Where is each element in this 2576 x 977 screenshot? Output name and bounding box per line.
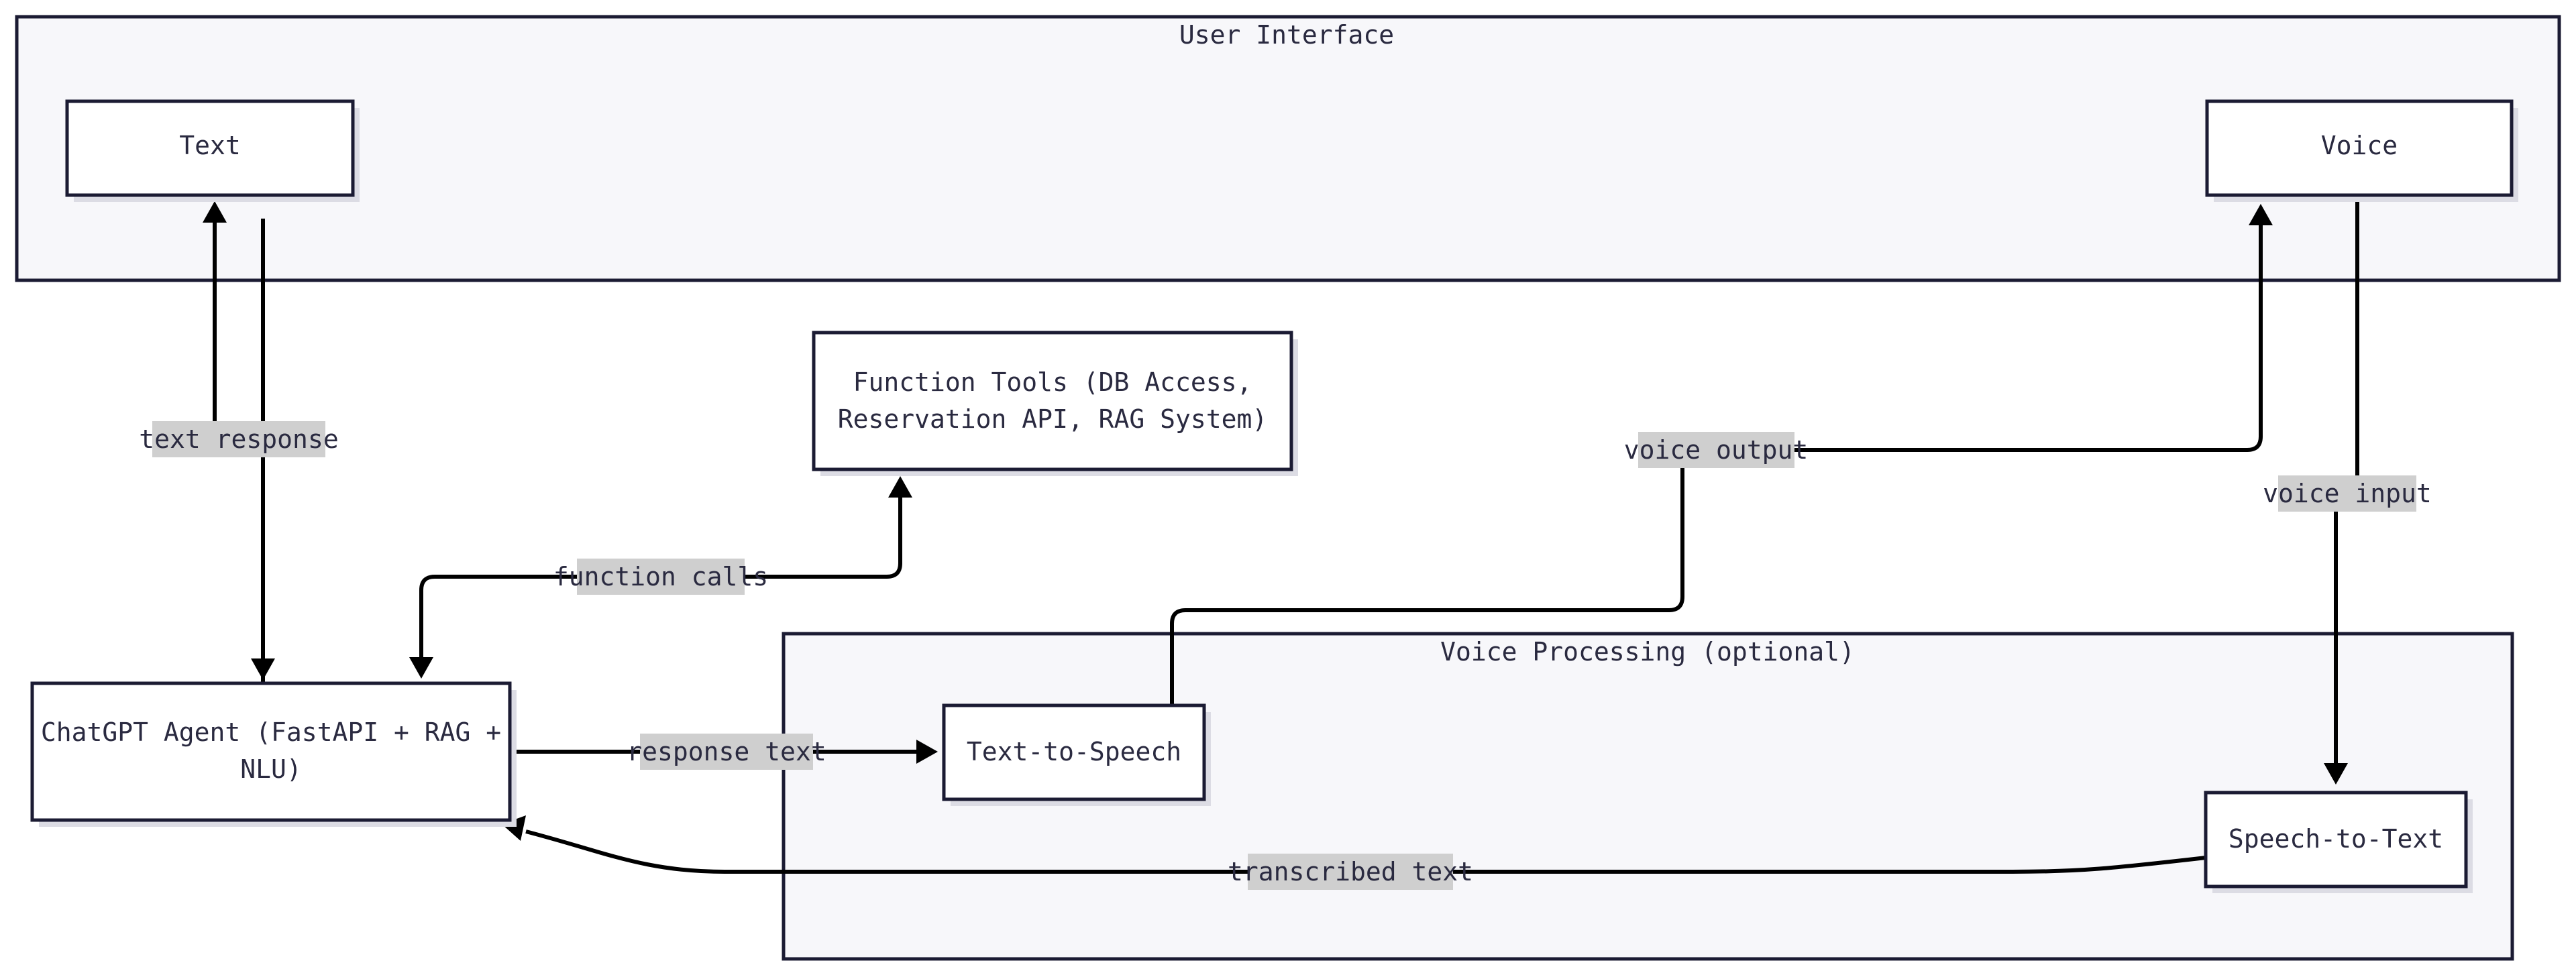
arrowhead-to-speech-to-text: [2324, 763, 2348, 785]
node-text-to-speech[interactable]: Text-to-Speech: [942, 703, 1211, 806]
node-speech-to-text-box: [2204, 791, 2468, 888]
edge-label-text-response-text: text response: [139, 424, 338, 454]
edge-label-voice-input-bg: [2278, 475, 2416, 512]
node-text[interactable]: Text: [65, 99, 360, 202]
node-voice-box: [2205, 99, 2514, 197]
edge-label-transcribed-text-text: transcribed text: [1228, 857, 1473, 886]
edge-label-voice-output-text: voice output: [1624, 435, 1809, 465]
node-voice-label: Voice: [2321, 131, 2398, 160]
cluster-user-interface-frame: [15, 15, 2561, 282]
node-text-to-speech-box: [942, 703, 1206, 801]
node-chatgpt-agent-label-line2: NLU): [240, 754, 302, 784]
node-function-tools-label-line2: Reservation API, RAG System): [838, 404, 1268, 434]
edge-label-response-text: response text: [627, 734, 826, 770]
edge-label-voice-input-text: voice input: [2263, 479, 2432, 508]
edge-voice-input: [2324, 196, 2359, 785]
arrowhead-to-text-to-speech: [916, 740, 938, 764]
arrowhead-to-agent-function: [409, 657, 433, 679]
node-voice[interactable]: Voice: [2205, 99, 2518, 202]
edge-label-response-text-text: response text: [627, 737, 826, 766]
edge-label-function-calls-bg: [577, 559, 745, 595]
edge-voice-output-path: [1170, 225, 2263, 705]
edge-label-response-text-bg: [640, 734, 813, 770]
edge-label-text-response: text response: [139, 421, 339, 457]
arrowhead-to-function-tools: [888, 476, 912, 498]
cluster-voice-processing-title: Voice Processing (optional): [1440, 637, 1855, 667]
node-function-tools-box: [812, 331, 1293, 471]
edge-label-function-calls: function calls: [553, 559, 768, 595]
edge-label-voice-output-bg: [1638, 432, 1794, 468]
node-chatgpt-agent-label-line1: ChatGPT Agent (FastAPI + RAG +: [41, 717, 501, 747]
edge-label-transcribed-text-bg: [1248, 854, 1453, 890]
node-function-tools-label-line1: Function Tools (DB Access,: [853, 367, 1252, 397]
edge-voice-output: [1170, 204, 2273, 705]
arrowhead-to-agent-top: [251, 658, 275, 680]
edge-label-function-calls-text: function calls: [553, 562, 768, 591]
node-speech-to-text-label: Speech-to-Text: [2229, 824, 2443, 854]
arrowhead-to-text: [203, 201, 227, 223]
node-text-box: [65, 99, 355, 197]
node-speech-to-text[interactable]: Speech-to-Text: [2204, 791, 2473, 893]
node-text-to-speech-label: Text-to-Speech: [967, 737, 1181, 766]
edge-label-text-response-bg: [152, 421, 325, 457]
edge-label-transcribed-text: transcribed text: [1228, 854, 1473, 890]
edge-voice-input-path: [2334, 196, 2359, 764]
node-function-tools[interactable]: Function Tools (DB Access, Reservation A…: [812, 331, 1298, 476]
edge-label-voice-input: voice input: [2263, 475, 2432, 512]
edge-label-voice-output: voice output: [1624, 432, 1809, 468]
arrowhead-to-agent-bottom: [502, 815, 526, 841]
cluster-user-interface: User Interface: [15, 15, 2561, 282]
arrowhead-to-voice: [2249, 204, 2273, 225]
node-text-label: Text: [179, 131, 241, 160]
node-chatgpt-agent[interactable]: ChatGPT Agent (FastAPI + RAG + NLU): [30, 681, 517, 827]
node-chatgpt-agent-box: [30, 681, 512, 822]
cluster-user-interface-title: User Interface: [1179, 20, 1394, 50]
